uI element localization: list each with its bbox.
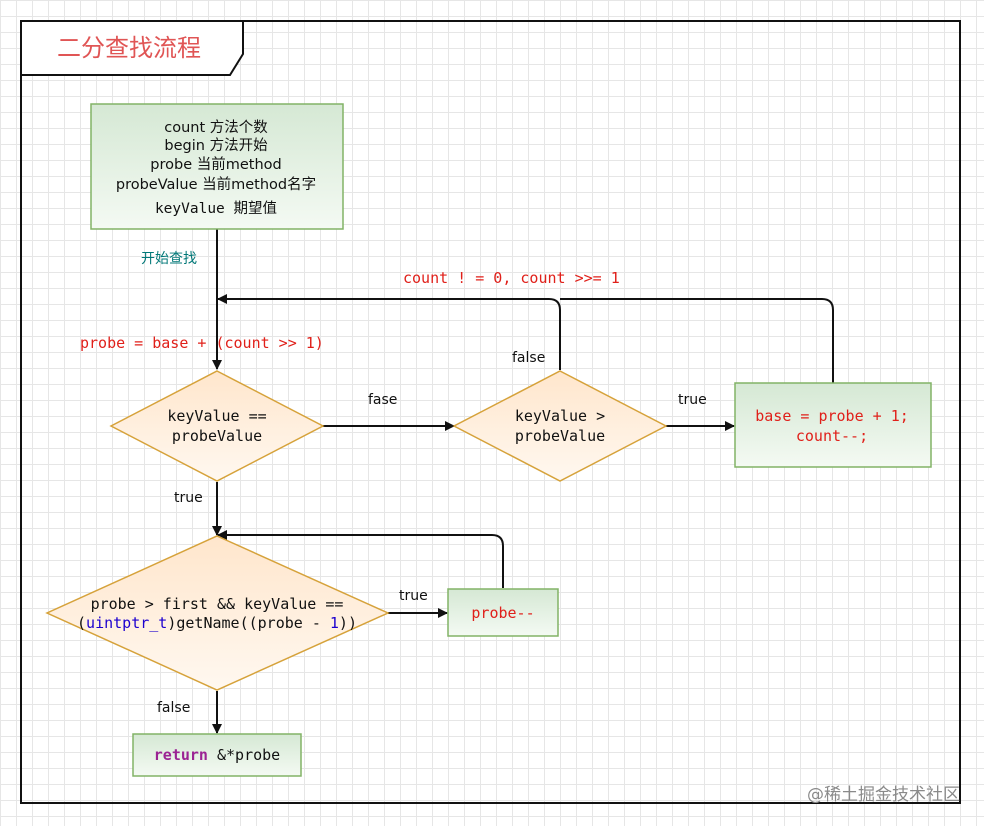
decision3-line2: (uintptr_t)getName((probe - 1)) — [77, 614, 357, 632]
label-loop-update: count ! = 0, count >>= 1 — [403, 269, 620, 287]
init-variables-box: count 方法个数 begin 方法开始 probe 当前method pro… — [90, 103, 344, 230]
init-line-keyvalue: keyValue 期望值 — [155, 200, 277, 217]
init-line-count: count 方法个数 — [164, 119, 268, 136]
label-start-search: 开始查找 — [141, 251, 197, 267]
label-true-down: true — [174, 490, 203, 506]
probe-decrement-text: probe-- — [471, 604, 534, 622]
arrow-base-loop — [560, 298, 834, 383]
init-line-probevalue: probeValue 当前method名字 — [116, 176, 316, 193]
title-tab — [20, 20, 244, 76]
decision-greater-check: keyValue > probeValue — [452, 370, 668, 482]
decision-first-bound-check: probe > first && keyValue == (uintptr_t)… — [45, 535, 390, 691]
label-true-right: true — [678, 392, 707, 408]
decision2-line2: probeValue — [515, 427, 605, 445]
decision1-line2: probeValue — [172, 427, 262, 445]
base-update-line2: count--; — [796, 427, 868, 445]
init-line-begin: begin 方法开始 — [164, 137, 268, 154]
init-line-probe: probe 当前method — [150, 156, 281, 173]
decision3-line1: probe > first && keyValue == — [91, 595, 344, 613]
label-true-probe: true — [399, 588, 428, 604]
label-probe-assign: probe = base + (count >> 1) — [80, 334, 324, 352]
base-update-line1: base = probe + 1; — [755, 407, 909, 425]
outer-frame — [20, 20, 961, 804]
label-false-top: false — [512, 350, 545, 366]
label-fase: fase — [368, 392, 397, 408]
arrow-decrement-loop — [217, 530, 504, 588]
decision-equal-check: keyValue == probeValue — [109, 370, 325, 482]
label-false-bottom: false — [157, 700, 190, 716]
watermark: @稀土掘金技术社区 — [807, 785, 960, 805]
return-statement: return &*probe — [154, 746, 280, 764]
probe-decrement-box: probe-- — [447, 588, 559, 637]
return-box: return &*probe — [132, 733, 302, 777]
diagram-title: 二分查找流程 — [57, 34, 201, 62]
arrow-compare-false-loop — [217, 294, 561, 370]
decision2-line1: keyValue > — [515, 407, 605, 425]
decision1-line1: keyValue == — [167, 407, 266, 425]
base-update-box: base = probe + 1; count--; — [734, 382, 932, 468]
